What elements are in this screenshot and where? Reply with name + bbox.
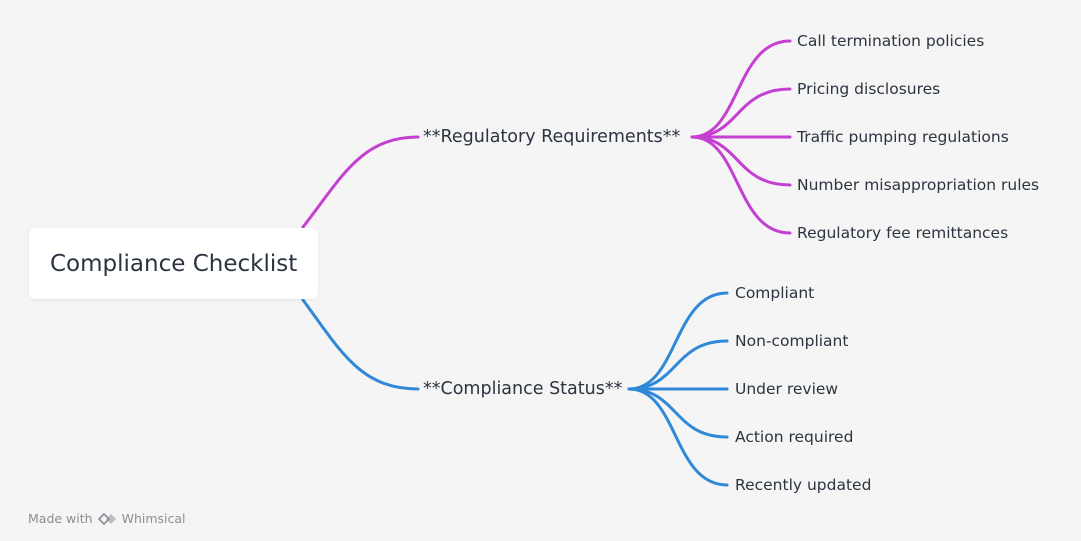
- branch-node-compliance-status[interactable]: **Compliance Status**: [423, 379, 623, 399]
- connector-regulatory-to-leaf-1: [690, 39, 792, 139]
- leaf-node-compliant[interactable]: Compliant: [735, 284, 815, 302]
- leaf-node-number-misappropriation-rules[interactable]: Number misappropriation rules: [797, 176, 1040, 194]
- leaf-node-under-review[interactable]: Under review: [735, 380, 839, 398]
- connector-status-to-leaf-1: [627, 291, 729, 391]
- made-with-footer[interactable]: Made with Whimsical: [28, 511, 186, 526]
- leaf-node-regulatory-fee-remittances[interactable]: Regulatory fee remittances: [797, 224, 1009, 242]
- leaf-node-recently-updated[interactable]: Recently updated: [735, 476, 872, 494]
- connector-regulatory-to-leaf-5: [690, 135, 792, 235]
- connector-regulatory-to-leaf-4: [690, 135, 792, 187]
- footer-brand: Whimsical: [97, 511, 186, 526]
- connector-regulatory-to-leaf-2: [690, 87, 792, 139]
- footer-prefix: Made with: [28, 511, 93, 526]
- root-node[interactable]: Compliance Checklist: [29, 228, 318, 299]
- connector-status-to-leaf-4: [627, 387, 729, 439]
- connector-status-to-leaf-2: [627, 339, 729, 391]
- whimsical-logo-icon: [97, 512, 116, 525]
- connector-root-to-regulatory: [301, 135, 420, 229]
- leaf-node-non-compliant[interactable]: Non-compliant: [735, 332, 849, 350]
- branch-node-regulatory-requirements[interactable]: **Regulatory Requirements**: [423, 127, 681, 147]
- root-node-label: Compliance Checklist: [50, 250, 298, 277]
- leaf-node-traffic-pumping-regulations[interactable]: Traffic pumping regulations: [797, 128, 1009, 146]
- footer-brand-name: Whimsical: [121, 511, 186, 526]
- leaf-node-call-termination-policies[interactable]: Call termination policies: [797, 32, 985, 50]
- connector-root-to-status: [301, 298, 420, 391]
- connector-status-to-leaf-5: [627, 387, 729, 487]
- leaf-node-action-required[interactable]: Action required: [735, 428, 854, 446]
- leaf-node-pricing-disclosures[interactable]: Pricing disclosures: [797, 80, 941, 98]
